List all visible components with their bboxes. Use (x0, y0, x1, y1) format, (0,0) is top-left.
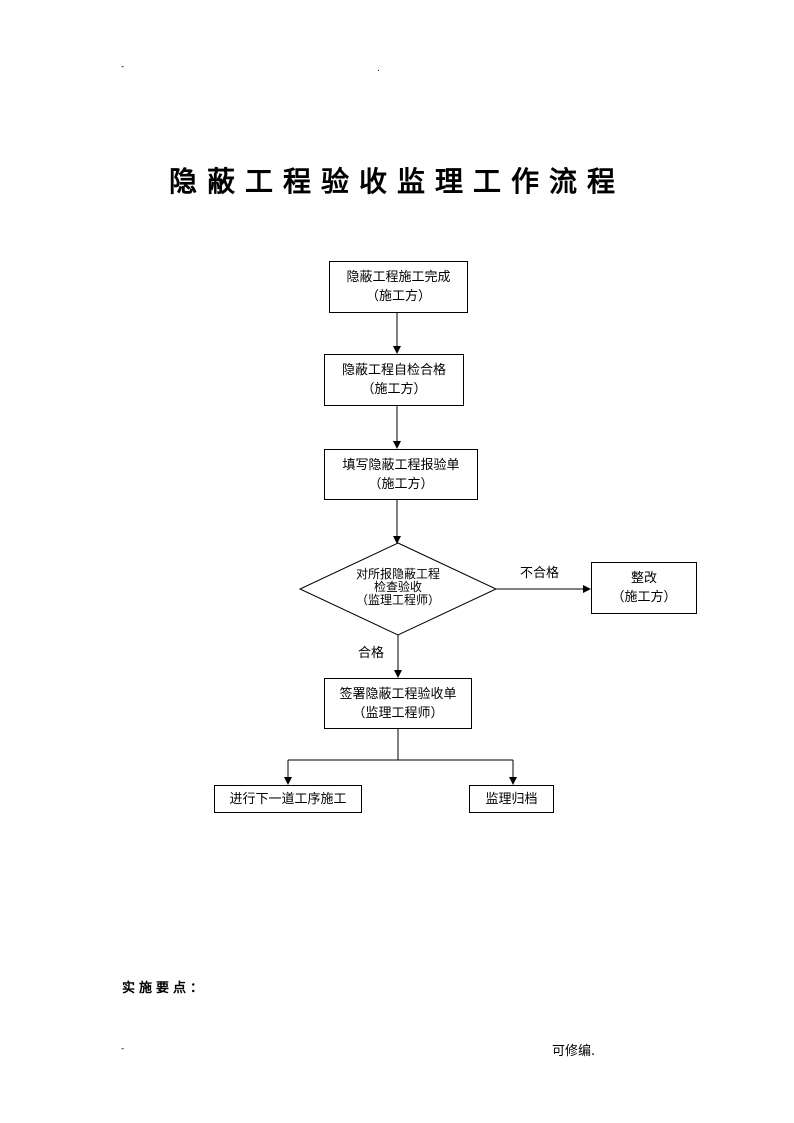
footer-text: 可修编. (552, 1044, 596, 1059)
footer-mark-left: - (121, 1044, 125, 1054)
archive-text: 监理归档 (485, 791, 538, 807)
pass-label: 合格 (358, 646, 385, 661)
step2-line1: 隐蔽工程自检合格 (341, 363, 446, 378)
step2-line2: （施工方） (361, 382, 427, 397)
step4-line1: 签署隐蔽工程验收单 (339, 686, 457, 702)
step1-line2: （施工方） (365, 289, 431, 304)
step-sign-acceptance: 签署隐蔽工程验收单 （监理工程师） (324, 678, 472, 729)
step-rework: 整改 （施工方） (591, 562, 697, 614)
step-construction-complete: 隐蔽工程施工完成 （施工方） (329, 261, 468, 313)
step4-line2: （监理工程师） (352, 705, 444, 721)
step3-line2: （施工方） (368, 476, 434, 492)
rework-line1: 整改 (630, 571, 657, 586)
step-self-inspection: 隐蔽工程自检合格 （施工方） (324, 354, 464, 406)
decision-line3: （监理工程师） (355, 593, 440, 607)
header-mark-left: - (121, 62, 125, 72)
fail-label: 不合格 (520, 566, 560, 581)
step1-line1: 隐蔽工程施工完成 (346, 270, 451, 285)
step3-line1: 填写隐蔽工程报验单 (342, 457, 460, 473)
decision-line1: 对所报隐蔽工程 (355, 567, 440, 581)
decision-text: 对所报隐蔽工程 检查验收 （监理工程师） (330, 568, 466, 607)
header-mark-center: . (377, 64, 380, 74)
notes-heading: 实施要点： (122, 981, 208, 996)
next-text: 进行下一道工序施工 (229, 791, 347, 807)
step-next-process: 进行下一道工序施工 (214, 785, 362, 813)
step-archive: 监理归档 (469, 785, 554, 813)
rework-line2: （施工方） (611, 590, 677, 605)
decision-line2: 检查验收 (373, 580, 422, 594)
step-fill-inspection-form: 填写隐蔽工程报验单 （施工方） (324, 449, 478, 500)
page-title: 隐蔽工程验收监理工作流程 (168, 165, 625, 198)
